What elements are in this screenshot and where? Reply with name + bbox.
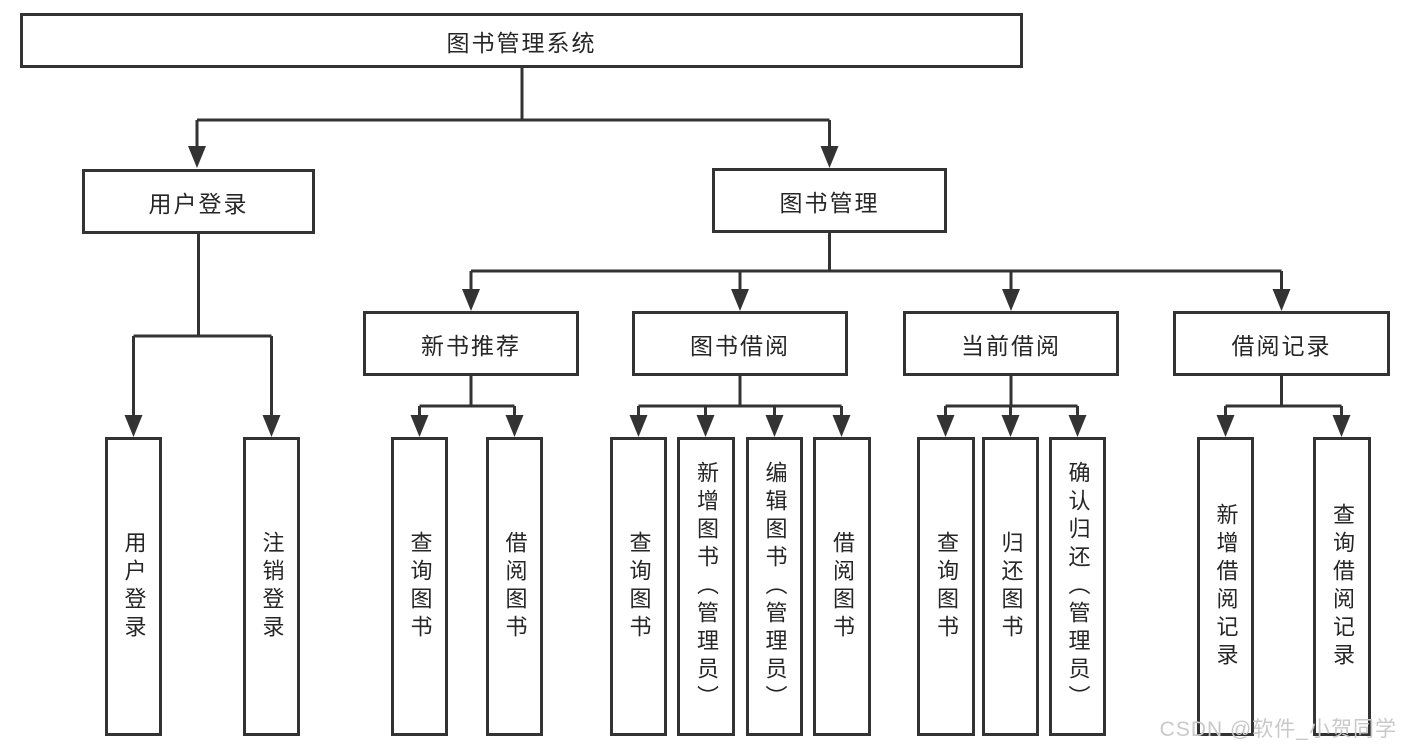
leaf-user-login: 用户登录	[105, 437, 162, 736]
node-book-management: 图书管理	[712, 168, 947, 233]
node-borrow-records: 借阅记录	[1173, 311, 1390, 376]
node-library-system: 图书管理系统	[20, 13, 1023, 68]
csdn-watermark: CSDN @软件_小贺同学	[1159, 718, 1397, 741]
node-book-borrow: 图书借阅	[632, 311, 848, 376]
leaf-borrow-books-borrow: 借阅图书	[813, 437, 871, 736]
leaf-logout: 注销登录	[243, 437, 300, 736]
leaf-confirm-return-admin: 确认归还（管理员）	[1049, 437, 1106, 736]
leaf-query-books-recommend: 查询图书	[391, 437, 448, 736]
leaf-borrow-books-recommend: 借阅图书	[486, 437, 543, 736]
leaf-query-books-borrow: 查询图书	[610, 437, 667, 736]
node-new-book-recommend: 新书推荐	[363, 311, 579, 376]
node-current-borrow: 当前借阅	[903, 311, 1119, 376]
leaf-query-borrow-record: 查询借阅记录	[1313, 437, 1371, 736]
node-user-login: 用户登录	[82, 169, 315, 234]
leaf-add-book-admin: 新增图书（管理员）	[677, 437, 735, 736]
leaf-query-books-current: 查询图书	[917, 437, 975, 736]
leaf-return-book: 归还图书	[982, 437, 1039, 736]
leaf-add-borrow-record: 新增借阅记录	[1197, 437, 1254, 736]
leaf-edit-book-admin: 编辑图书（管理员）	[746, 437, 803, 736]
